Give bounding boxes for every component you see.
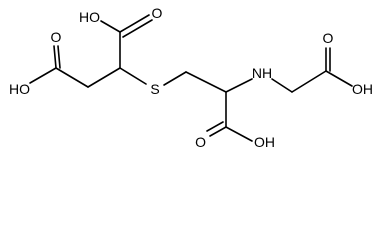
atom-label-oh-right: OH [352,81,373,97]
atom-label-nh: NH [252,65,272,81]
bond [291,70,327,93]
atom-label-s: S [150,81,159,97]
atom-label-o-top: O [152,5,163,21]
bond [163,71,187,86]
structure-canvas: HO O O HO S NH O OH O OH [9,5,373,150]
bond [225,78,253,93]
bond [209,126,227,137]
bond [271,78,293,93]
bond [119,67,147,85]
molecule-diagram: HO O O HO S NH O OH O OH [9,5,373,150]
bond [29,67,57,84]
bond [325,70,353,87]
bond [206,121,224,132]
bond [119,14,150,33]
atom-label-oh-bottom: OH [254,134,275,150]
bond [225,126,253,142]
atom-label-o-left: O [51,29,62,45]
bond [53,45,57,69]
atom-label-ho-left: HO [9,81,30,97]
bond [55,67,89,88]
bond [100,20,121,33]
atom-label-o-right: O [323,30,334,46]
bond [185,71,227,93]
bond [57,45,61,69]
atom-label-oh-top: HO [79,9,100,25]
bond [122,19,153,38]
atom-label-o-bottom: O [195,134,206,150]
bond [87,67,121,88]
